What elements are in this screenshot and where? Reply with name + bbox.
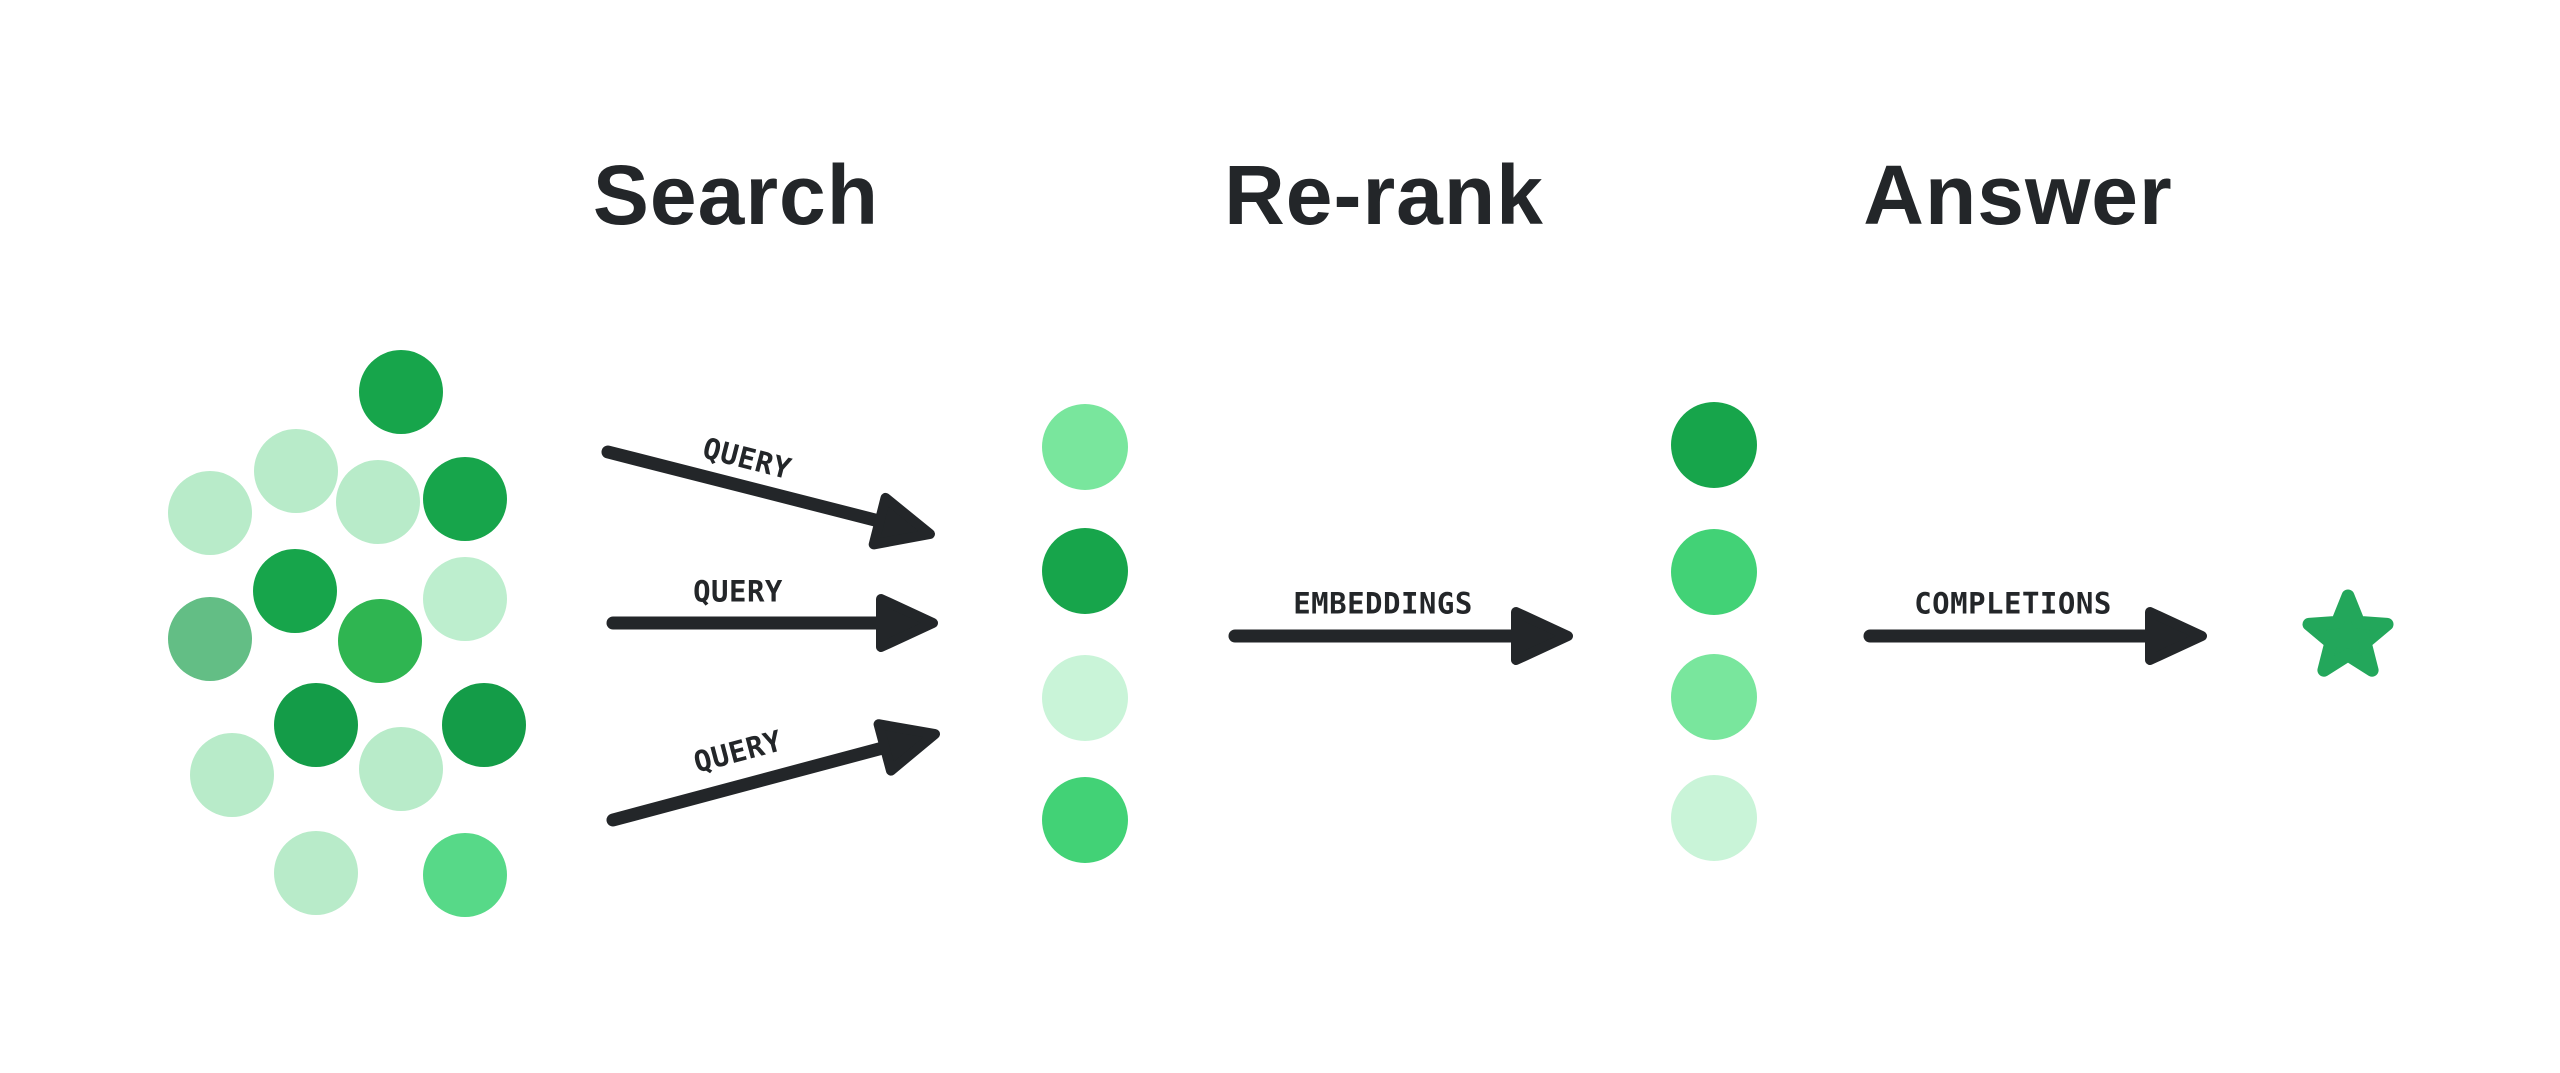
document-dot [423,457,507,541]
document-dot [338,599,422,683]
stage-heading-answer: Answer [1863,148,2173,242]
star-icon [2302,589,2394,677]
search-result-dot [1042,777,1128,863]
embeddings-label: EMBEDDINGS [1293,586,1473,621]
document-dot [274,683,358,767]
document-dot [336,460,420,544]
document-dot [168,471,252,555]
rerank-result-dot [1671,402,1757,488]
document-dot [423,557,507,641]
rerank-result-dot [1671,529,1757,615]
rerank-result-dot [1671,654,1757,740]
search-result-dot [1042,404,1128,490]
completions-label: COMPLETIONS [1914,586,2112,621]
query-3-arrow [606,719,940,827]
stage-heading-search: Search [592,148,880,242]
search-result-dot [1042,655,1128,741]
document-dot [253,549,337,633]
document-dot [254,429,338,513]
stage-heading-rerank: Re-rank [1224,148,1544,242]
document-dot [442,683,526,767]
embeddings-arrow [1228,607,1573,665]
query-1-arrow [601,445,935,550]
document-dot [168,597,252,681]
document-dot [274,831,358,915]
document-dot [190,733,274,817]
query-2-arrow [606,594,938,652]
document-dot [359,727,443,811]
completions-arrow [1863,607,2207,665]
rerank-result-dot [1671,775,1757,861]
document-dot [423,833,507,917]
query-2-label: QUERY [693,574,783,609]
document-dot [359,350,443,434]
search-result-dot [1042,528,1128,614]
